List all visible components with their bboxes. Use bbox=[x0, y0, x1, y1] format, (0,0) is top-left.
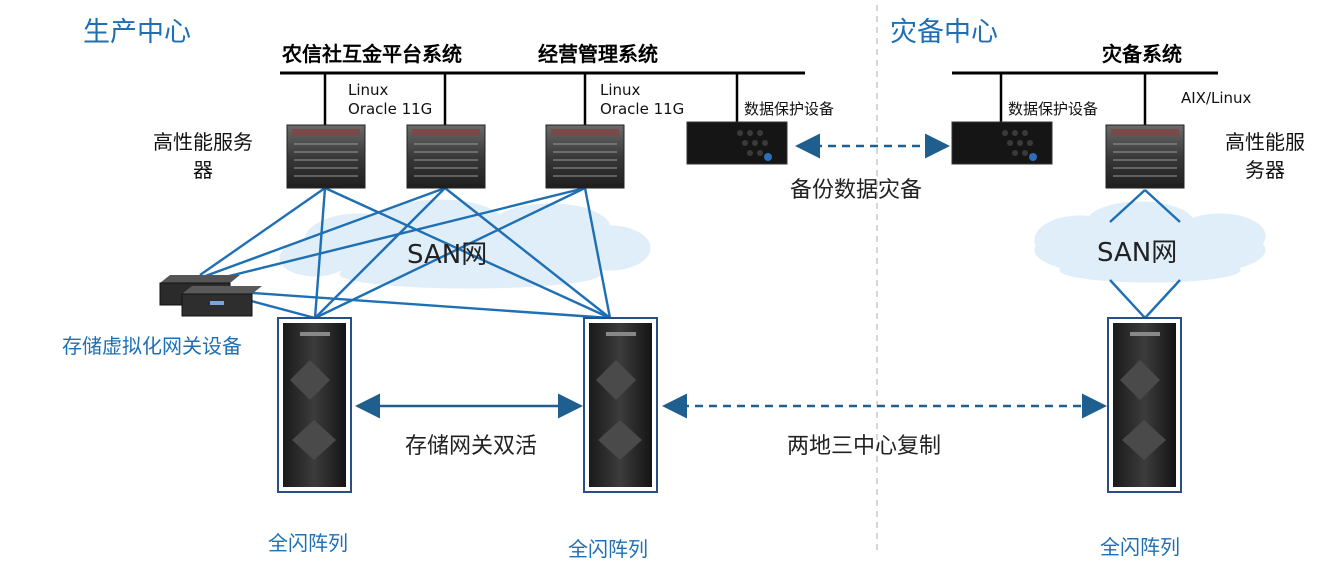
os-label-2-line1: Linux bbox=[600, 81, 641, 99]
os-label-2-line2: Oracle 11G bbox=[600, 100, 685, 118]
san-label-production: SAN网 bbox=[407, 240, 488, 270]
server-production-3 bbox=[545, 124, 625, 189]
data-protection-label-production: 数据保护设备 bbox=[744, 100, 835, 118]
server-dr bbox=[1105, 124, 1185, 189]
production-center-title: 生产中心 bbox=[83, 17, 191, 48]
data-protection-label-dr: 数据保护设备 bbox=[1008, 100, 1099, 118]
dr-os-label: AIX/Linux bbox=[1181, 89, 1252, 107]
flash-array-dr bbox=[1107, 317, 1182, 493]
bus-drops bbox=[323, 73, 1147, 125]
san-links-production bbox=[199, 186, 612, 320]
server-label-production-line2: 器 bbox=[193, 158, 213, 182]
san-links-dr bbox=[1109, 189, 1181, 319]
active-active-label: 存储网关双活 bbox=[405, 434, 538, 459]
data-protection-device-production bbox=[686, 121, 788, 165]
flash-array-production-1 bbox=[277, 317, 352, 493]
system-name-1: 农信社互金平台系统 bbox=[282, 42, 462, 66]
server-label-dr: 高性能服 务器 bbox=[1210, 128, 1320, 184]
server-production-2 bbox=[406, 124, 486, 189]
flash-array-production-2 bbox=[583, 317, 658, 493]
dr-system-name: 灾备系统 bbox=[1102, 42, 1182, 66]
dr-center-title: 灾备中心 bbox=[890, 17, 998, 48]
san-label-dr: SAN网 bbox=[1097, 238, 1178, 268]
system-name-2: 经营管理系统 bbox=[538, 42, 658, 66]
san-cloud-production bbox=[279, 199, 651, 289]
os-label-1-line2: Oracle 11G bbox=[348, 100, 433, 118]
server-label-dr-line2: 务器 bbox=[1245, 158, 1285, 182]
san-cloud-dr bbox=[1034, 201, 1266, 283]
server-label-production-line1: 高性能服务 bbox=[153, 130, 253, 154]
backup-label: 备份数据灾备 bbox=[790, 178, 923, 203]
array-label-production-1: 全闪阵列 bbox=[268, 531, 348, 555]
server-production-1 bbox=[286, 124, 366, 189]
data-protection-device-dr bbox=[951, 121, 1053, 165]
array-label-dr: 全闪阵列 bbox=[1100, 535, 1180, 559]
replication-label: 两地三中心复制 bbox=[787, 434, 942, 459]
os-label-1-line1: Linux bbox=[348, 81, 389, 99]
gateway-label: 存储虚拟化网关设备 bbox=[62, 334, 242, 358]
storage-gateway-device bbox=[159, 275, 262, 317]
array-label-production-2: 全闪阵列 bbox=[568, 537, 648, 561]
server-label-dr-line1: 高性能服 bbox=[1225, 130, 1305, 154]
server-label-production: 高性能服务 器 bbox=[142, 128, 264, 184]
